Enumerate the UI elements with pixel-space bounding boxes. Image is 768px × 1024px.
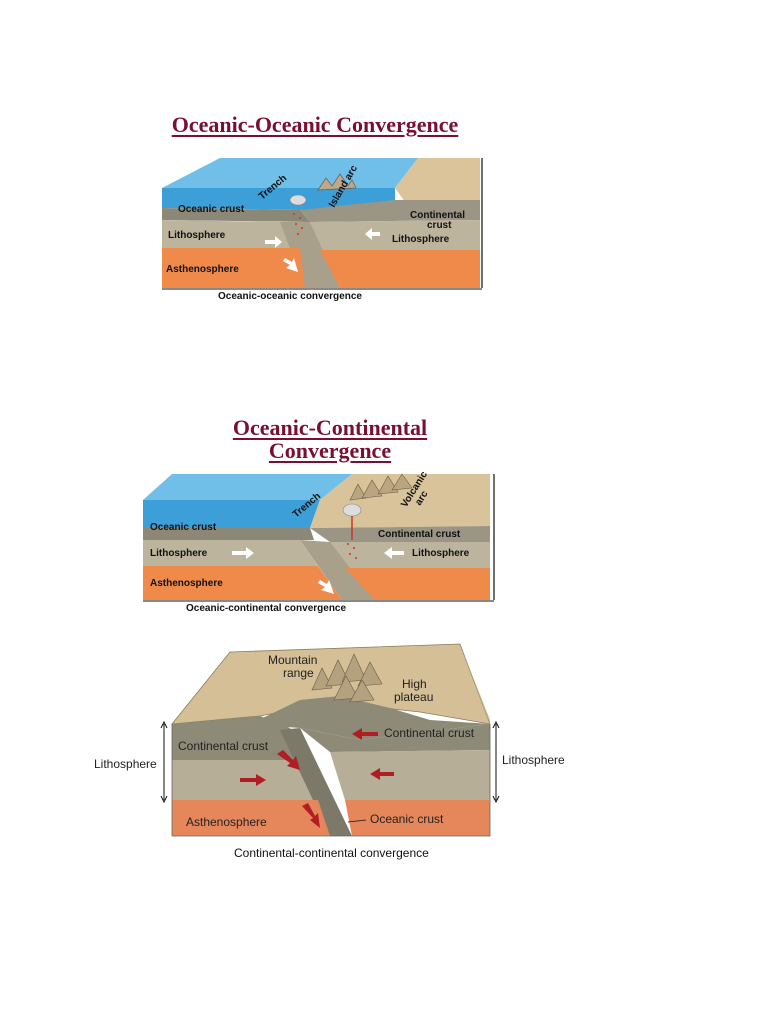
d1-label-lithosphere-right: Lithosphere bbox=[392, 234, 450, 245]
d3-subducting-slab bbox=[280, 728, 352, 836]
d2-label-lithosphere-right: Lithosphere bbox=[412, 548, 470, 559]
d2-continental-crust bbox=[310, 526, 490, 542]
d1-continental-crust bbox=[300, 200, 480, 222]
d1-island-arc-shape bbox=[317, 173, 357, 191]
d2-volcanic-arc-mountains bbox=[349, 473, 413, 501]
d3-continental-crust-left bbox=[172, 716, 312, 760]
diagram-3: Mountain range High plateau Continental … bbox=[94, 643, 565, 860]
d1-caption: Oceanic-oceanic convergence bbox=[218, 291, 362, 302]
d3-arrow-slab-2 bbox=[302, 803, 320, 828]
d2-asthenosphere-right bbox=[345, 568, 490, 600]
d3-outline bbox=[171, 724, 491, 837]
d1-asthenosphere-left bbox=[162, 248, 305, 288]
d3-arrow-crust-left bbox=[352, 728, 378, 740]
d2-subducting-slab bbox=[300, 540, 375, 600]
d3-label-asthenosphere: Asthenosphere bbox=[186, 815, 267, 829]
d1-eruption-cloud bbox=[289, 194, 307, 206]
d2-arrow-down bbox=[318, 580, 334, 594]
d1-ocean-surface bbox=[162, 158, 418, 188]
d3-label-high-plateau-2: plateau bbox=[394, 690, 433, 704]
d1-label-continental-crust-2: crust bbox=[427, 220, 452, 231]
d2-label-continental-crust: Continental crust bbox=[378, 529, 461, 540]
d3-continental-crust-right bbox=[300, 724, 490, 752]
d1-ocean-front bbox=[162, 188, 395, 210]
d3-label-continental-crust-right: Continental crust bbox=[384, 726, 475, 740]
d2-eruption-cloud bbox=[342, 503, 362, 517]
d3-label-oceanic-crust: Oceanic crust bbox=[370, 812, 444, 826]
d3-label-high-plateau-1: High bbox=[402, 677, 427, 691]
d3-arrow-litho-left bbox=[370, 768, 394, 780]
d3-lithosphere-bracket-left bbox=[160, 720, 168, 804]
d2-caption: Oceanic-continental convergence bbox=[186, 603, 346, 614]
d2-oceanic-crust bbox=[143, 528, 314, 540]
diagram-2-title-line1: Oceanic-Continental bbox=[232, 415, 428, 440]
d3-asthenosphere-left bbox=[172, 800, 330, 836]
d1-arrow-left bbox=[365, 228, 380, 240]
d3-arrow-slab-1 bbox=[277, 750, 300, 770]
d2-ocean-front bbox=[143, 500, 320, 528]
d1-arrow-right-1 bbox=[265, 236, 282, 248]
d1-label-asthenosphere: Asthenosphere bbox=[166, 264, 239, 275]
d3-lithosphere-right bbox=[330, 750, 490, 800]
d3-arrow-litho-right bbox=[240, 774, 266, 786]
diagram-2-title-line2: Convergence bbox=[268, 438, 392, 463]
d3-right-face bbox=[460, 644, 490, 724]
d3-asthenosphere-right bbox=[345, 800, 490, 836]
d1-arrow-down bbox=[283, 258, 298, 272]
d2-arrow-left bbox=[384, 547, 404, 559]
d1-label-continental-crust-1: Continental bbox=[410, 210, 465, 221]
d2-lithosphere-left bbox=[143, 540, 318, 566]
d3-label-mountain-range-2: range bbox=[283, 666, 314, 680]
d2-label-oceanic-crust: Oceanic crust bbox=[150, 522, 217, 533]
d3-label-continental-crust-left: Continental crust bbox=[178, 739, 269, 753]
diagram-1-title: Oceanic-Oceanic Convergence bbox=[171, 112, 459, 137]
diagram-2-title: Oceanic-Continental Convergence bbox=[170, 416, 490, 462]
d3-label-lithosphere-left: Lithosphere bbox=[94, 757, 157, 771]
d2-label-lithosphere-left: Lithosphere bbox=[150, 548, 208, 559]
d3-red-arrows bbox=[240, 728, 394, 828]
d3-oceanic-crust-pointer bbox=[347, 819, 367, 823]
d1-label-lithosphere-left: Lithosphere bbox=[168, 230, 226, 241]
d1-subducting-slab bbox=[280, 222, 340, 288]
d1-continent-surface bbox=[395, 158, 480, 202]
d1-label-oceanic-crust: Oceanic crust bbox=[178, 204, 245, 215]
d3-mountain-range bbox=[311, 653, 383, 703]
d2-lithosphere-right bbox=[330, 542, 490, 568]
d1-oceanic-crust bbox=[162, 208, 310, 222]
d2-label-asthenosphere: Asthenosphere bbox=[150, 578, 223, 589]
d2-asthenosphere-left bbox=[143, 566, 342, 600]
d1-lithosphere-right bbox=[310, 220, 480, 250]
d2-ocean-surface bbox=[143, 474, 352, 500]
d3-plateau-ridge bbox=[250, 696, 490, 740]
d1-asthenosphere-right bbox=[320, 250, 480, 288]
diagram-1: Oceanic crust Trench Island arc Continen… bbox=[162, 158, 483, 302]
d3-caption: Continental-continental convergence bbox=[234, 846, 429, 860]
d3-label-lithosphere-right: Lithosphere bbox=[502, 753, 565, 767]
diagram-2: Oceanic crust Trench Volcanic arc Contin… bbox=[143, 469, 495, 614]
d2-magma-dots bbox=[347, 543, 357, 559]
d3-label-mountain-range-1: Mountain bbox=[268, 653, 317, 667]
d2-arrow-right bbox=[232, 547, 254, 559]
d3-lithosphere-bracket-right bbox=[492, 720, 500, 804]
d1-magma-dots bbox=[293, 213, 303, 235]
